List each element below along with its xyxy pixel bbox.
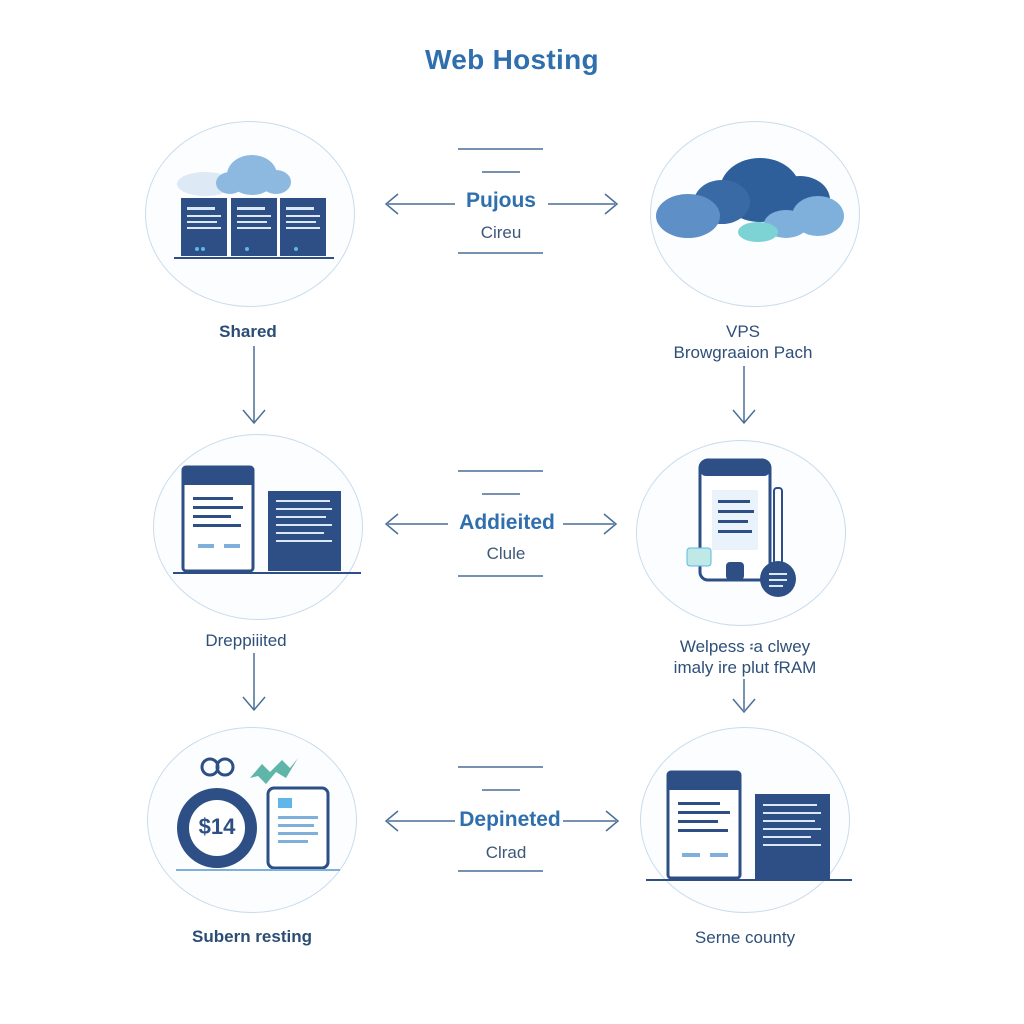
diagram-title: Web Hosting — [425, 44, 599, 75]
label-managed-line2: imaly ire plut fRAM — [673, 658, 817, 677]
dedicated-panel-icon — [173, 465, 361, 574]
label-server: Serne county — [694, 928, 796, 947]
connector-lines-row-2 — [384, 470, 618, 577]
label-dedicated: Dreppiiited — [205, 631, 287, 650]
connector-1-subtitle: Cireu — [480, 223, 522, 242]
vertical-arrows — [242, 346, 756, 714]
label-vps-sub: Browgraaion Pach — [673, 343, 813, 362]
label-vps: VPS — [725, 322, 761, 341]
vps-cloud-icon — [656, 158, 844, 242]
connector-2-title: Addieited — [459, 511, 555, 534]
connector-1-title: Pujous — [465, 189, 536, 212]
connector-lines-row-3 — [384, 766, 620, 872]
connector-3-subtitle: Clrad — [485, 843, 527, 862]
label-shared: Shared — [219, 322, 277, 341]
connector-lines-row-1 — [384, 148, 619, 254]
label-managed-line1: Welpess ፡a clwey — [679, 637, 811, 656]
pricing-coin-icon — [177, 757, 298, 868]
label-pricing: Subern resting — [192, 927, 312, 946]
connector-3-title: Depineted — [459, 808, 561, 831]
price-value: $14 — [198, 814, 236, 839]
managed-phone-icon — [686, 458, 796, 597]
connector-2-subtitle: Clule — [486, 544, 526, 563]
shared-servers-icon — [174, 155, 334, 259]
pricing-tablet-icon — [176, 786, 340, 871]
server-panel-icon — [646, 770, 852, 881]
